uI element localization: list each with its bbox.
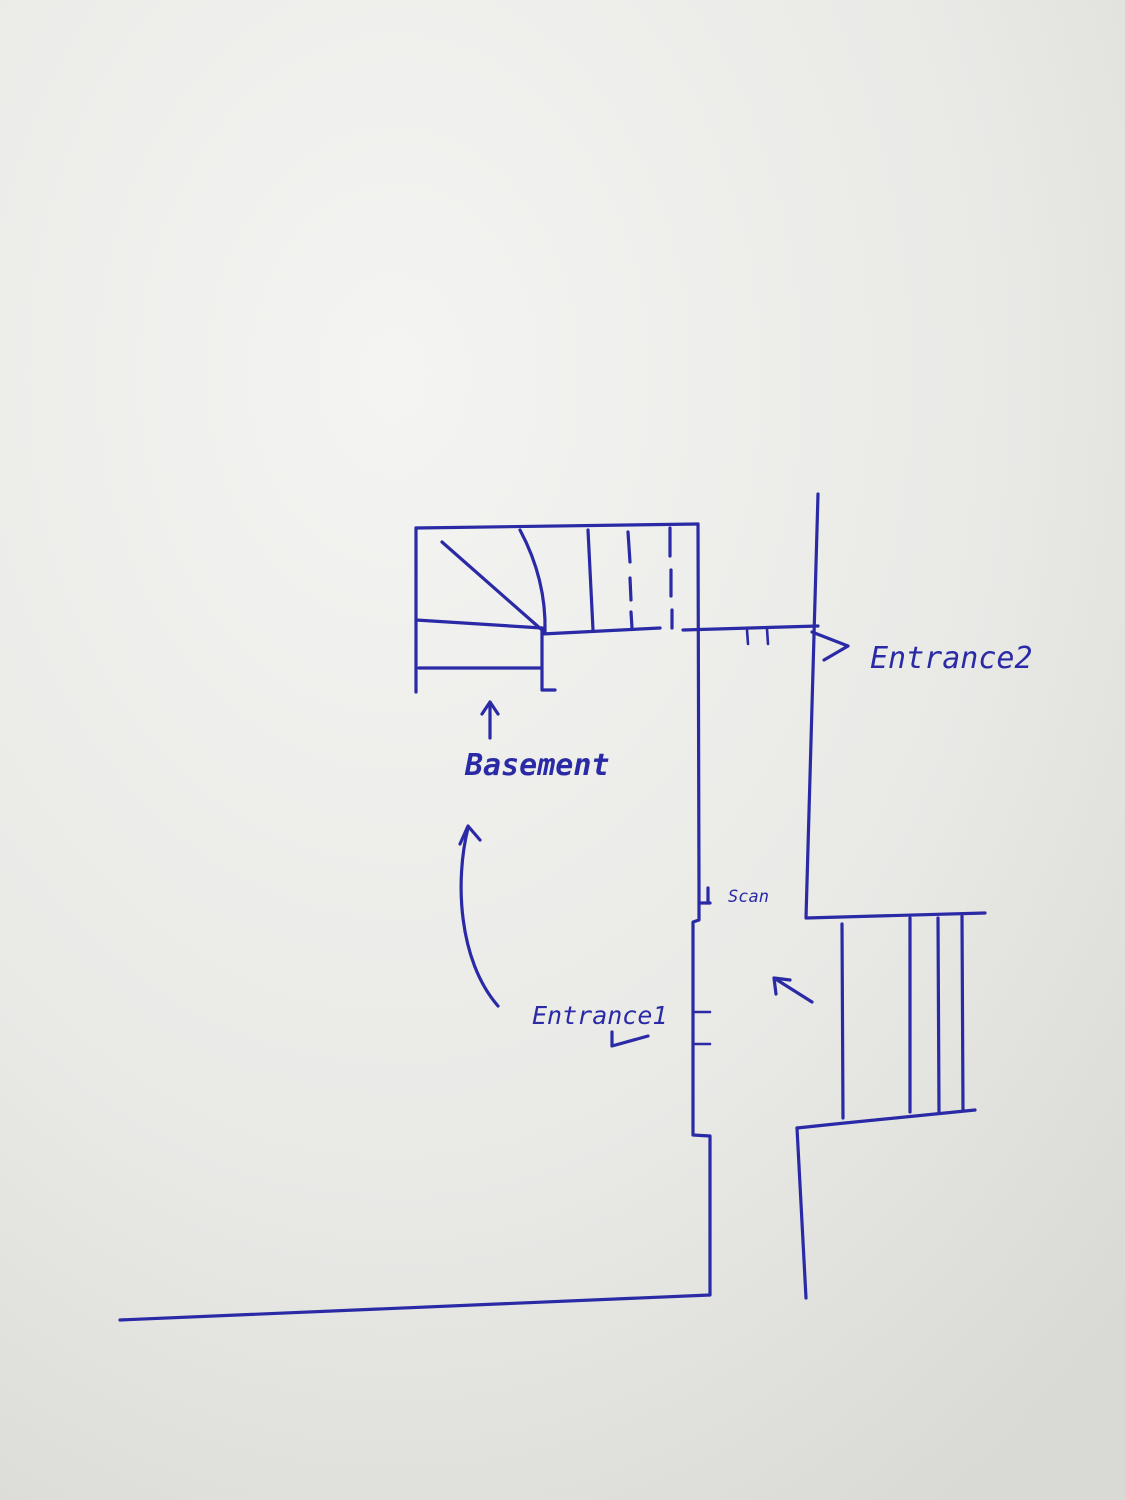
entrance1-arrow-icon xyxy=(610,1030,650,1048)
entrance2-arrow-icon xyxy=(810,630,850,662)
arrows xyxy=(458,630,850,1048)
scan-label: Scan xyxy=(728,887,769,907)
stairs-up-arrow-icon xyxy=(772,976,814,1004)
lower-staircase xyxy=(840,914,965,1120)
basement-label: Basement xyxy=(464,748,610,783)
curved-arrow-icon xyxy=(459,826,500,1008)
upper-staircase xyxy=(414,522,700,694)
entrance2-label: Entrance2 xyxy=(870,641,1033,676)
entrance1-label: Entrance1 xyxy=(532,1001,667,1030)
corridor-walls xyxy=(118,492,987,1322)
basement-up-arrow-icon xyxy=(480,700,500,740)
